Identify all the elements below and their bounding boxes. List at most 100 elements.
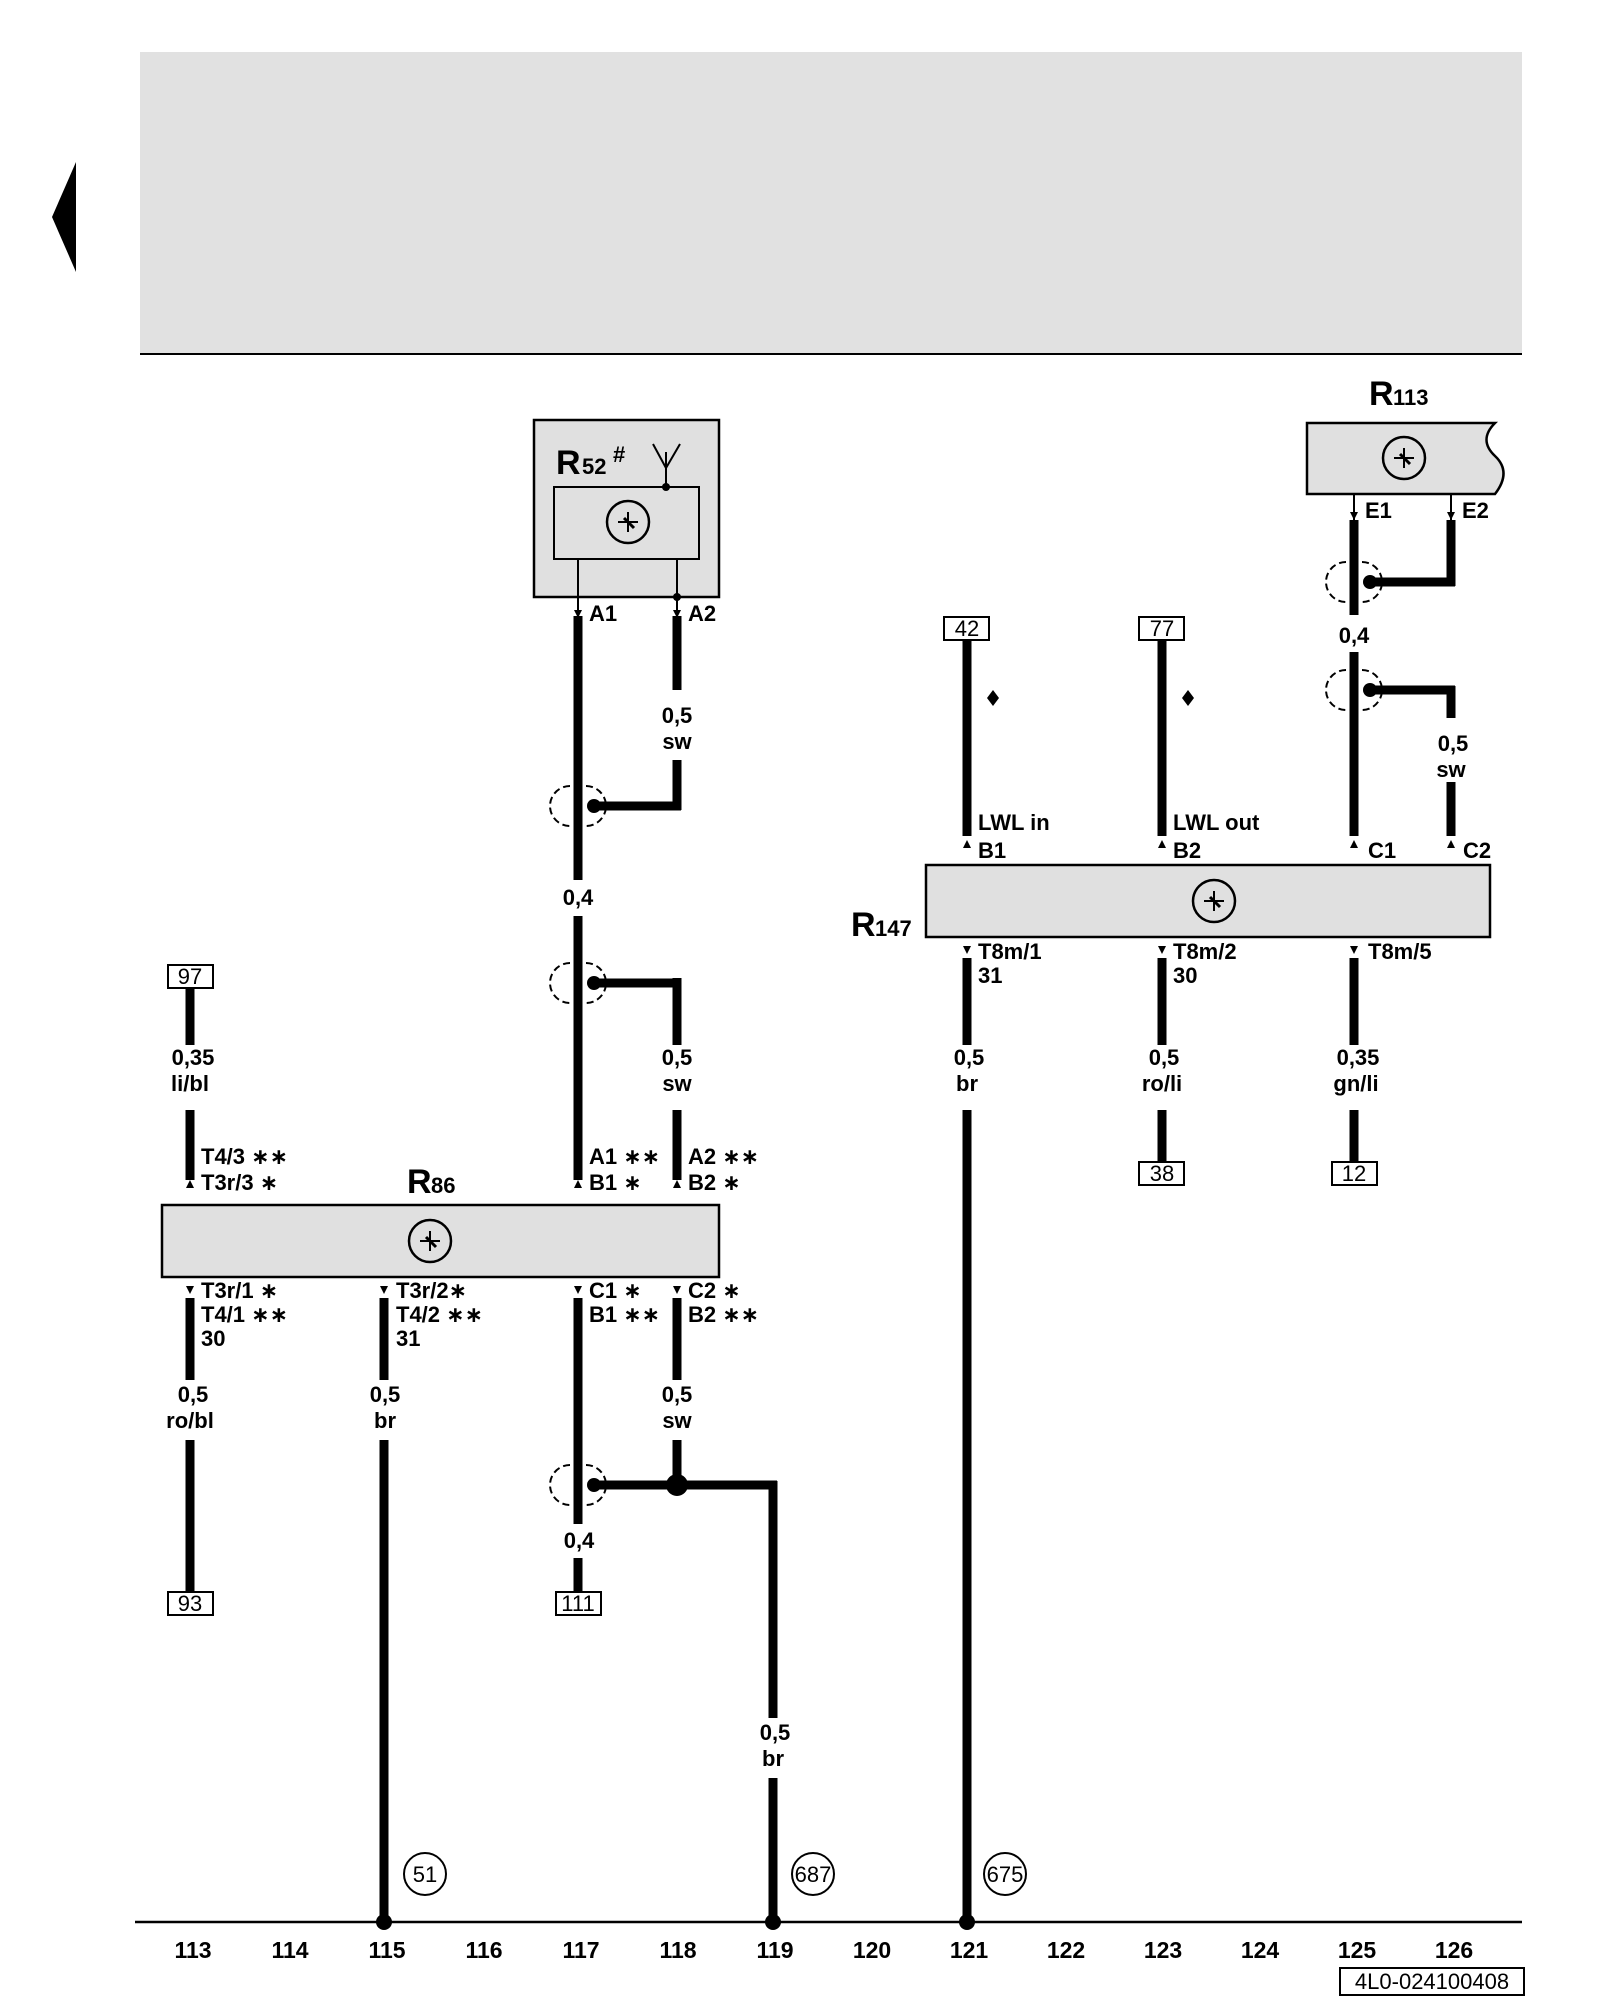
r86-pin: T3r/2∗ <box>396 1278 467 1303</box>
ref-97: 97 <box>178 964 202 989</box>
r86-pin: T3r/1 ∗ <box>201 1278 278 1303</box>
wire-label: br <box>374 1408 396 1433</box>
ref-12: 12 <box>1342 1161 1366 1186</box>
col-num: 120 <box>853 1937 891 1963</box>
component-r52: R 52 # A1 A2 <box>532 418 721 626</box>
r147-pin: T8m/5 <box>1368 939 1432 964</box>
col-num: 122 <box>1047 1937 1085 1963</box>
ref-93: 93 <box>178 1591 202 1616</box>
r147-pin: C1 <box>1368 838 1396 863</box>
ref-box <box>1331 1161 1378 1186</box>
r86-pin: B1 ∗∗ <box>589 1302 660 1327</box>
r86-pin: B2 ∗ <box>688 1170 741 1195</box>
ref-111: 111 <box>561 1591 594 1616</box>
ref-circle <box>403 1852 447 1896</box>
wire-label: 0,35 <box>172 1045 215 1070</box>
doc-id: 4L0-024100408 <box>1355 1969 1509 1994</box>
pin-markers <box>186 512 1455 1294</box>
col-num: 119 <box>756 1937 793 1963</box>
col-num: 115 <box>368 1937 405 1963</box>
component-r113: R 113 E1 E2 <box>1305 375 1505 523</box>
r86-pin: B1 ∗ <box>589 1170 642 1195</box>
r86-pin: 30 <box>201 1326 225 1351</box>
diamond-icon <box>987 690 999 706</box>
r147-pin: 31 <box>978 963 1002 988</box>
col-num: 125 <box>1338 1937 1377 1963</box>
wire-label: 0,35 <box>1337 1045 1380 1070</box>
wire-label: br <box>762 1746 784 1771</box>
ref-circle <box>791 1852 835 1896</box>
ref-42: 42 <box>955 616 979 641</box>
col-num: 124 <box>1241 1937 1280 1963</box>
r86-pin: 31 <box>396 1326 420 1351</box>
wire-label: ro/li <box>1142 1071 1182 1096</box>
r113-num: 113 <box>1393 385 1429 410</box>
wire-label: 0,5 <box>760 1720 791 1745</box>
wire-label: li/bl <box>171 1071 209 1096</box>
r147-pin: B2 <box>1173 838 1201 863</box>
r147-letter: R <box>851 906 876 944</box>
ref-38: 38 <box>1150 1161 1174 1186</box>
wire-label: 0,4 <box>564 1528 595 1553</box>
ref-circle <box>983 1852 1027 1896</box>
col-num: 117 <box>562 1937 599 1963</box>
r52-mark: # <box>613 442 625 467</box>
column-numbers: 113 114 115 116 117 118 119 120 121 122 … <box>174 1937 1473 1963</box>
ref-box <box>167 1591 214 1616</box>
wire-label: 0,5 <box>1149 1045 1180 1070</box>
wire-label: 0,4 <box>563 885 594 910</box>
r147-pin: 30 <box>1173 963 1197 988</box>
wire-label: 0,5 <box>370 1382 401 1407</box>
r86-pin: T3r/3 ∗ <box>201 1170 278 1195</box>
r86-pin: C1 ∗ <box>589 1278 642 1303</box>
r113-pin-e2: E2 <box>1462 498 1489 523</box>
r147-num: 147 <box>875 916 912 941</box>
lwl-in-label: LWL in <box>978 810 1050 835</box>
wire-label: gn/li <box>1333 1071 1378 1096</box>
wire-label: br <box>956 1071 978 1096</box>
r86-letter: R <box>407 1163 432 1201</box>
r147-pin: C2 <box>1463 838 1491 863</box>
col-num: 113 <box>174 1937 211 1963</box>
r147-pin: B1 <box>978 838 1006 863</box>
col-num: 126 <box>1435 1937 1473 1963</box>
r52-pin-a2: A2 <box>688 601 716 626</box>
r86-pin: T4/2 ∗∗ <box>396 1302 483 1327</box>
wire-label: sw <box>662 1408 692 1433</box>
wire-label: ro/bl <box>166 1408 214 1433</box>
r86-pin: B2 ∗∗ <box>688 1302 759 1327</box>
r86-pin: A1 ∗∗ <box>589 1144 660 1169</box>
back-triangle-icon[interactable] <box>52 162 76 272</box>
wire-label: 0,5 <box>1438 731 1469 756</box>
component-r147: R 147 B1 B2 C1 C2 T8m/1 31 T8m/2 30 T8m/… <box>851 838 1492 988</box>
lwl-out-label: LWL out <box>1173 810 1260 835</box>
col-num: 123 <box>1144 1937 1182 1963</box>
component-r86: R 86 T4/3 ∗∗ T3r/3 ∗ A1 ∗∗ B1 ∗ A2 ∗∗ B2… <box>160 1144 759 1351</box>
r52-letter: R <box>556 444 581 482</box>
wire-label: 0,5 <box>662 1045 693 1070</box>
ref-51: 51 <box>413 1862 437 1887</box>
col-num: 114 <box>271 1937 308 1963</box>
r86-pin: T4/3 ∗∗ <box>201 1144 288 1169</box>
wire-label: 0,5 <box>954 1045 985 1070</box>
ref-77: 77 <box>1150 616 1174 641</box>
ref-687: 687 <box>795 1862 832 1887</box>
r86-pin: C2 ∗ <box>688 1278 741 1303</box>
doc-id-box <box>1339 1967 1525 1996</box>
col-num: 116 <box>465 1937 502 1963</box>
r86-pin: A2 ∗∗ <box>688 1144 759 1169</box>
ref-675: 675 <box>987 1862 1024 1887</box>
r86-num: 86 <box>431 1173 455 1198</box>
r147-pin: T8m/2 <box>1173 939 1237 964</box>
r52-num: 52 <box>582 454 606 479</box>
ref-box <box>1138 1161 1185 1186</box>
wire-label: sw <box>662 729 692 754</box>
wire-label: 0,4 <box>1339 623 1370 648</box>
wire-label: 0,5 <box>178 1382 209 1407</box>
wire-label: sw <box>1436 757 1466 782</box>
ref-box <box>555 1591 602 1616</box>
r147-pin: T8m/1 <box>978 939 1042 964</box>
diamond-icon <box>1182 690 1194 706</box>
col-num: 118 <box>659 1937 696 1963</box>
